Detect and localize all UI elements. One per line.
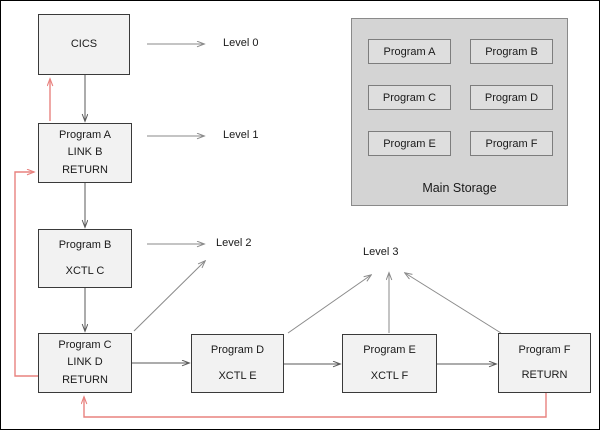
- storage-program-b[interactable]: Program B: [470, 39, 553, 64]
- connector-program-d-to-level-3: [287, 275, 371, 334]
- storage-program-d[interactable]: Program D: [470, 85, 553, 110]
- flow-box-cics-line-1: CICS: [70, 37, 98, 50]
- flow-box-program-f[interactable]: Program F RETURN: [498, 333, 591, 393]
- storage-program-c-label: Program C: [382, 91, 437, 104]
- flow-box-program-a[interactable]: Program A LINK B RETURN: [38, 123, 132, 183]
- connector-program-c-to-level-2: [133, 261, 205, 332]
- flow-box-program-c-line-3: RETURN: [62, 373, 108, 386]
- level-0-label: Level 0: [223, 37, 259, 49]
- flow-box-program-c[interactable]: Program C LINK D RETURN: [38, 333, 132, 393]
- flow-box-program-e[interactable]: Program E XCTL F: [342, 334, 437, 393]
- flow-box-program-a-line-2: LINK B: [67, 146, 103, 159]
- flow-box-program-e-line-1: Program E: [363, 344, 416, 357]
- connector-program-c-return-to-program-a: [14, 172, 38, 377]
- flow-box-program-a-line-1: Program A: [59, 129, 111, 142]
- storage-program-c[interactable]: Program C: [368, 85, 451, 110]
- flow-box-program-d[interactable]: Program D XCTL E: [191, 334, 284, 393]
- flow-box-program-f-line-2: RETURN: [521, 369, 568, 381]
- connector-program-f-return-to-program-c: [84, 393, 547, 418]
- flow-box-program-c-line-2: LINK D: [67, 356, 103, 369]
- flow-box-program-b[interactable]: Program B XCTL C: [38, 229, 132, 288]
- flow-box-program-f-line-1: Program F: [518, 343, 571, 356]
- level-3-label: Level 3: [363, 246, 399, 258]
- storage-program-f[interactable]: Program F: [470, 131, 553, 156]
- storage-program-f-label: Program F: [485, 137, 538, 150]
- main-storage-title: Main Storage: [422, 181, 497, 195]
- flow-box-program-d-line-1: Program D: [210, 344, 265, 357]
- flow-box-program-e-line-2: XCTL F: [370, 369, 409, 382]
- flow-box-cics[interactable]: CICS: [38, 14, 130, 75]
- connector-program-f-to-level-3: [405, 273, 502, 334]
- level-1-label: Level 1: [223, 129, 259, 141]
- storage-program-d-label: Program D: [484, 91, 539, 104]
- flow-box-program-a-line-3: RETURN: [62, 163, 108, 176]
- storage-program-e[interactable]: Program E: [368, 131, 451, 156]
- storage-program-b-label: Program B: [485, 45, 538, 58]
- flow-box-program-c-line-1: Program C: [58, 339, 112, 352]
- storage-program-e-label: Program E: [383, 137, 436, 150]
- flow-box-program-b-line-2: XCTL C: [65, 264, 105, 277]
- level-2-label: Level 2: [216, 237, 252, 249]
- flow-box-program-b-line-1: Program B: [58, 239, 112, 252]
- storage-program-a[interactable]: Program A: [368, 39, 451, 64]
- flow-box-program-d-line-2: XCTL E: [218, 369, 257, 382]
- storage-program-a-label: Program A: [383, 45, 436, 58]
